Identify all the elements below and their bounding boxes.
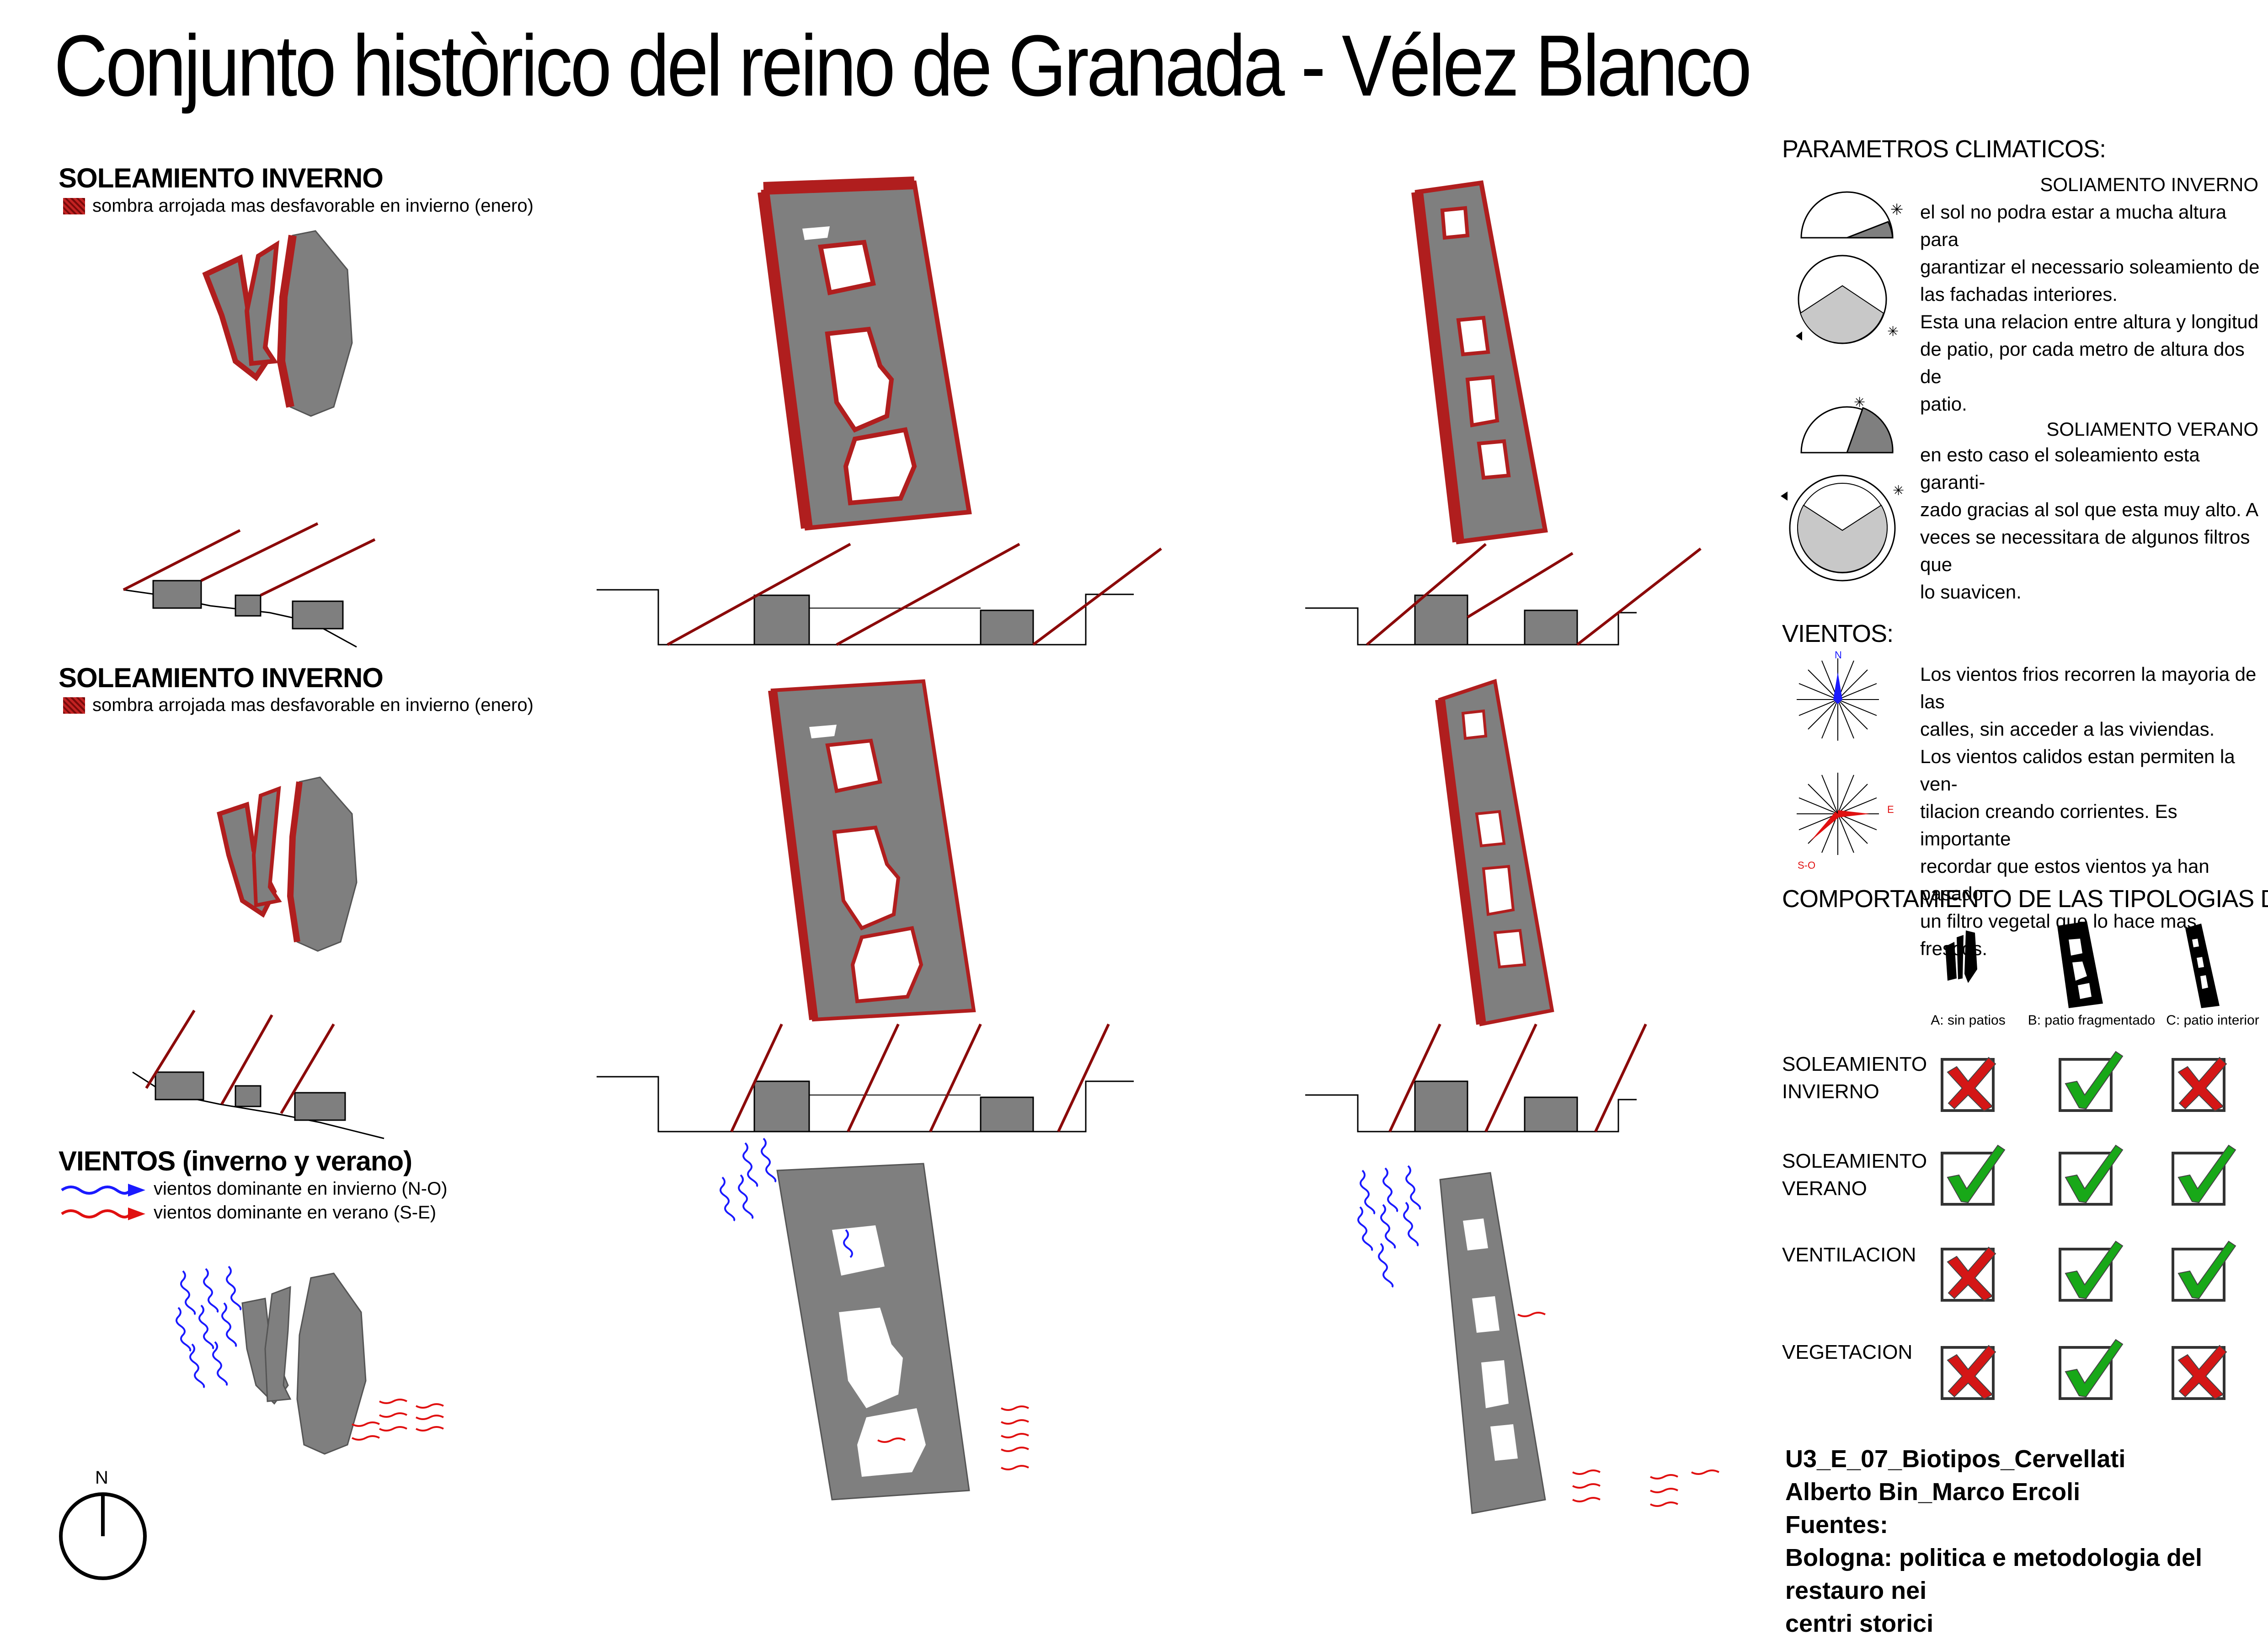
legend-shadow-label: sombra arrojada mas desfavorable en invi… xyxy=(92,695,534,715)
section-a-winter-2 xyxy=(132,1010,384,1139)
rose1-north-label: N xyxy=(1835,649,1842,661)
typology-a-thumbnail xyxy=(1945,930,1977,983)
cross-icon xyxy=(2172,1057,2227,1112)
legend-winter-wind-label: vientos dominante en invierno (N-O) xyxy=(154,1179,448,1199)
col-b-label: B: patio fragmentado xyxy=(2028,1013,2156,1028)
section-heading-winds: VIENTOS (inverno y verano) xyxy=(59,1146,412,1176)
row-winter-label: SOLEAMIENTO INVIERNO xyxy=(1782,1053,1927,1103)
summer-sun-path-icon: ✳ xyxy=(1781,475,1904,582)
winter-sun-path-icon: ✳ xyxy=(1796,255,1899,344)
plan-a-winter-2 xyxy=(217,776,358,952)
check-icon xyxy=(2172,1240,2236,1302)
section-a-winter-1 xyxy=(123,522,376,648)
winter-wind-arrow-icon xyxy=(61,1183,145,1197)
typology-b-thumbnail xyxy=(2057,921,2103,1008)
winter-text: el sol no podra estar a mucha altura par… xyxy=(1920,201,2260,415)
check-icon xyxy=(2059,1051,2124,1112)
shadow-hatch-swatch xyxy=(63,697,85,714)
legend-summer-wind-label: vientos dominante en verano (S-E) xyxy=(154,1202,437,1223)
page-title: Conjunto històrico del reino de Granada … xyxy=(54,17,1752,114)
climate-heading: PARAMETROS CLIMATICOS: xyxy=(1782,135,2106,163)
section-heading-winter-2: SOLEAMIENTO INVERNO xyxy=(59,662,384,693)
rose2-southwest-label: S-O xyxy=(1798,860,1816,871)
section-c-winter-2 xyxy=(1305,1023,1647,1133)
svg-text:✳: ✳ xyxy=(1890,201,1904,219)
typology-c-thumbnail xyxy=(2185,924,2220,1008)
check-icon xyxy=(1941,1144,2006,1206)
svg-text:✳: ✳ xyxy=(1893,483,1904,499)
shadow-hatch-swatch xyxy=(63,198,85,214)
winter-wind-rose-icon xyxy=(1797,658,1879,741)
row-ventilation-label: VENTILACION xyxy=(1782,1244,1916,1266)
svg-text:✳: ✳ xyxy=(1854,395,1865,411)
plan-c-winter-2 xyxy=(1435,678,1554,1026)
row-vegetation-label: VEGETACION xyxy=(1782,1341,1913,1363)
legend-shadow-2: sombra arrojada mas desfavorable en invi… xyxy=(63,695,534,716)
legend-shadow-label: sombra arrojada mas desfavorable en invi… xyxy=(92,196,534,216)
winds-text: Los vientos frios recorren la mayoria de… xyxy=(1920,663,2257,959)
cross-icon xyxy=(1941,1246,1996,1302)
check-icon xyxy=(2059,1240,2124,1302)
check-icon xyxy=(2059,1144,2124,1206)
section-b-winter-1 xyxy=(597,543,1162,646)
col-c-label: C: patio interior xyxy=(2166,1013,2259,1028)
cross-icon xyxy=(2172,1345,2227,1400)
section-heading-winter-1: SOLEAMIENTO INVERNO xyxy=(59,163,384,193)
row-summer-label: SOLEAMIENTO VERANO xyxy=(1782,1150,1927,1200)
rose2-east-label: E xyxy=(1887,804,1894,815)
col-a-label: A: sin patios xyxy=(1931,1013,2006,1028)
plan-c-winter-1 xyxy=(1411,180,1548,545)
legend-winter-wind: vientos dominante en invierno (N-O) xyxy=(59,1179,448,1199)
svg-text:✳: ✳ xyxy=(1887,324,1899,340)
check-icon xyxy=(2059,1339,2124,1400)
cross-icon xyxy=(1941,1345,1996,1400)
plan-a-winter-1 xyxy=(202,230,353,417)
winter-sun-angle-icon: ✳ xyxy=(1800,191,1904,239)
winter-title: SOLIAMENTO INVERNO xyxy=(2040,174,2258,195)
cross-icon xyxy=(1941,1057,1996,1112)
legend-shadow-1: sombra arrojada mas desfavorable en invi… xyxy=(63,196,534,216)
plan-b-winds xyxy=(720,1138,1029,1501)
summer-wind-arrow-icon xyxy=(61,1207,145,1220)
plan-b-winter-2 xyxy=(768,679,976,1022)
summer-text: en esto caso el soleamiento esta garanti… xyxy=(1920,444,2259,603)
check-icon xyxy=(2172,1144,2236,1206)
plan-b-winter-1 xyxy=(758,176,972,531)
credits: U3_E_07_Biotipos_Cervellati Alberto Bin_… xyxy=(1785,1445,2203,1637)
plan-c-winds xyxy=(1357,1165,1719,1514)
legend-summer-wind: vientos dominante en verano (S-E) xyxy=(59,1202,436,1223)
plan-a-winds xyxy=(176,1266,444,1455)
summer-sun-angle-icon: ✳ xyxy=(1800,395,1894,454)
section-b-winter-2 xyxy=(597,1023,1134,1133)
summer-wind-rose-icon xyxy=(1797,773,1879,855)
north-arrow-label: N xyxy=(95,1468,108,1488)
north-arrow-icon xyxy=(59,1492,147,1580)
summer-title: SOLIAMENTO VERANO xyxy=(2046,418,2258,440)
patios-heading: COMPORTAMIENTO DE LAS TIPOLOGIAS DE PATI… xyxy=(1782,885,2268,913)
section-c-winter-1 xyxy=(1305,543,1702,646)
winds-heading: VIENTOS: xyxy=(1782,620,1894,647)
